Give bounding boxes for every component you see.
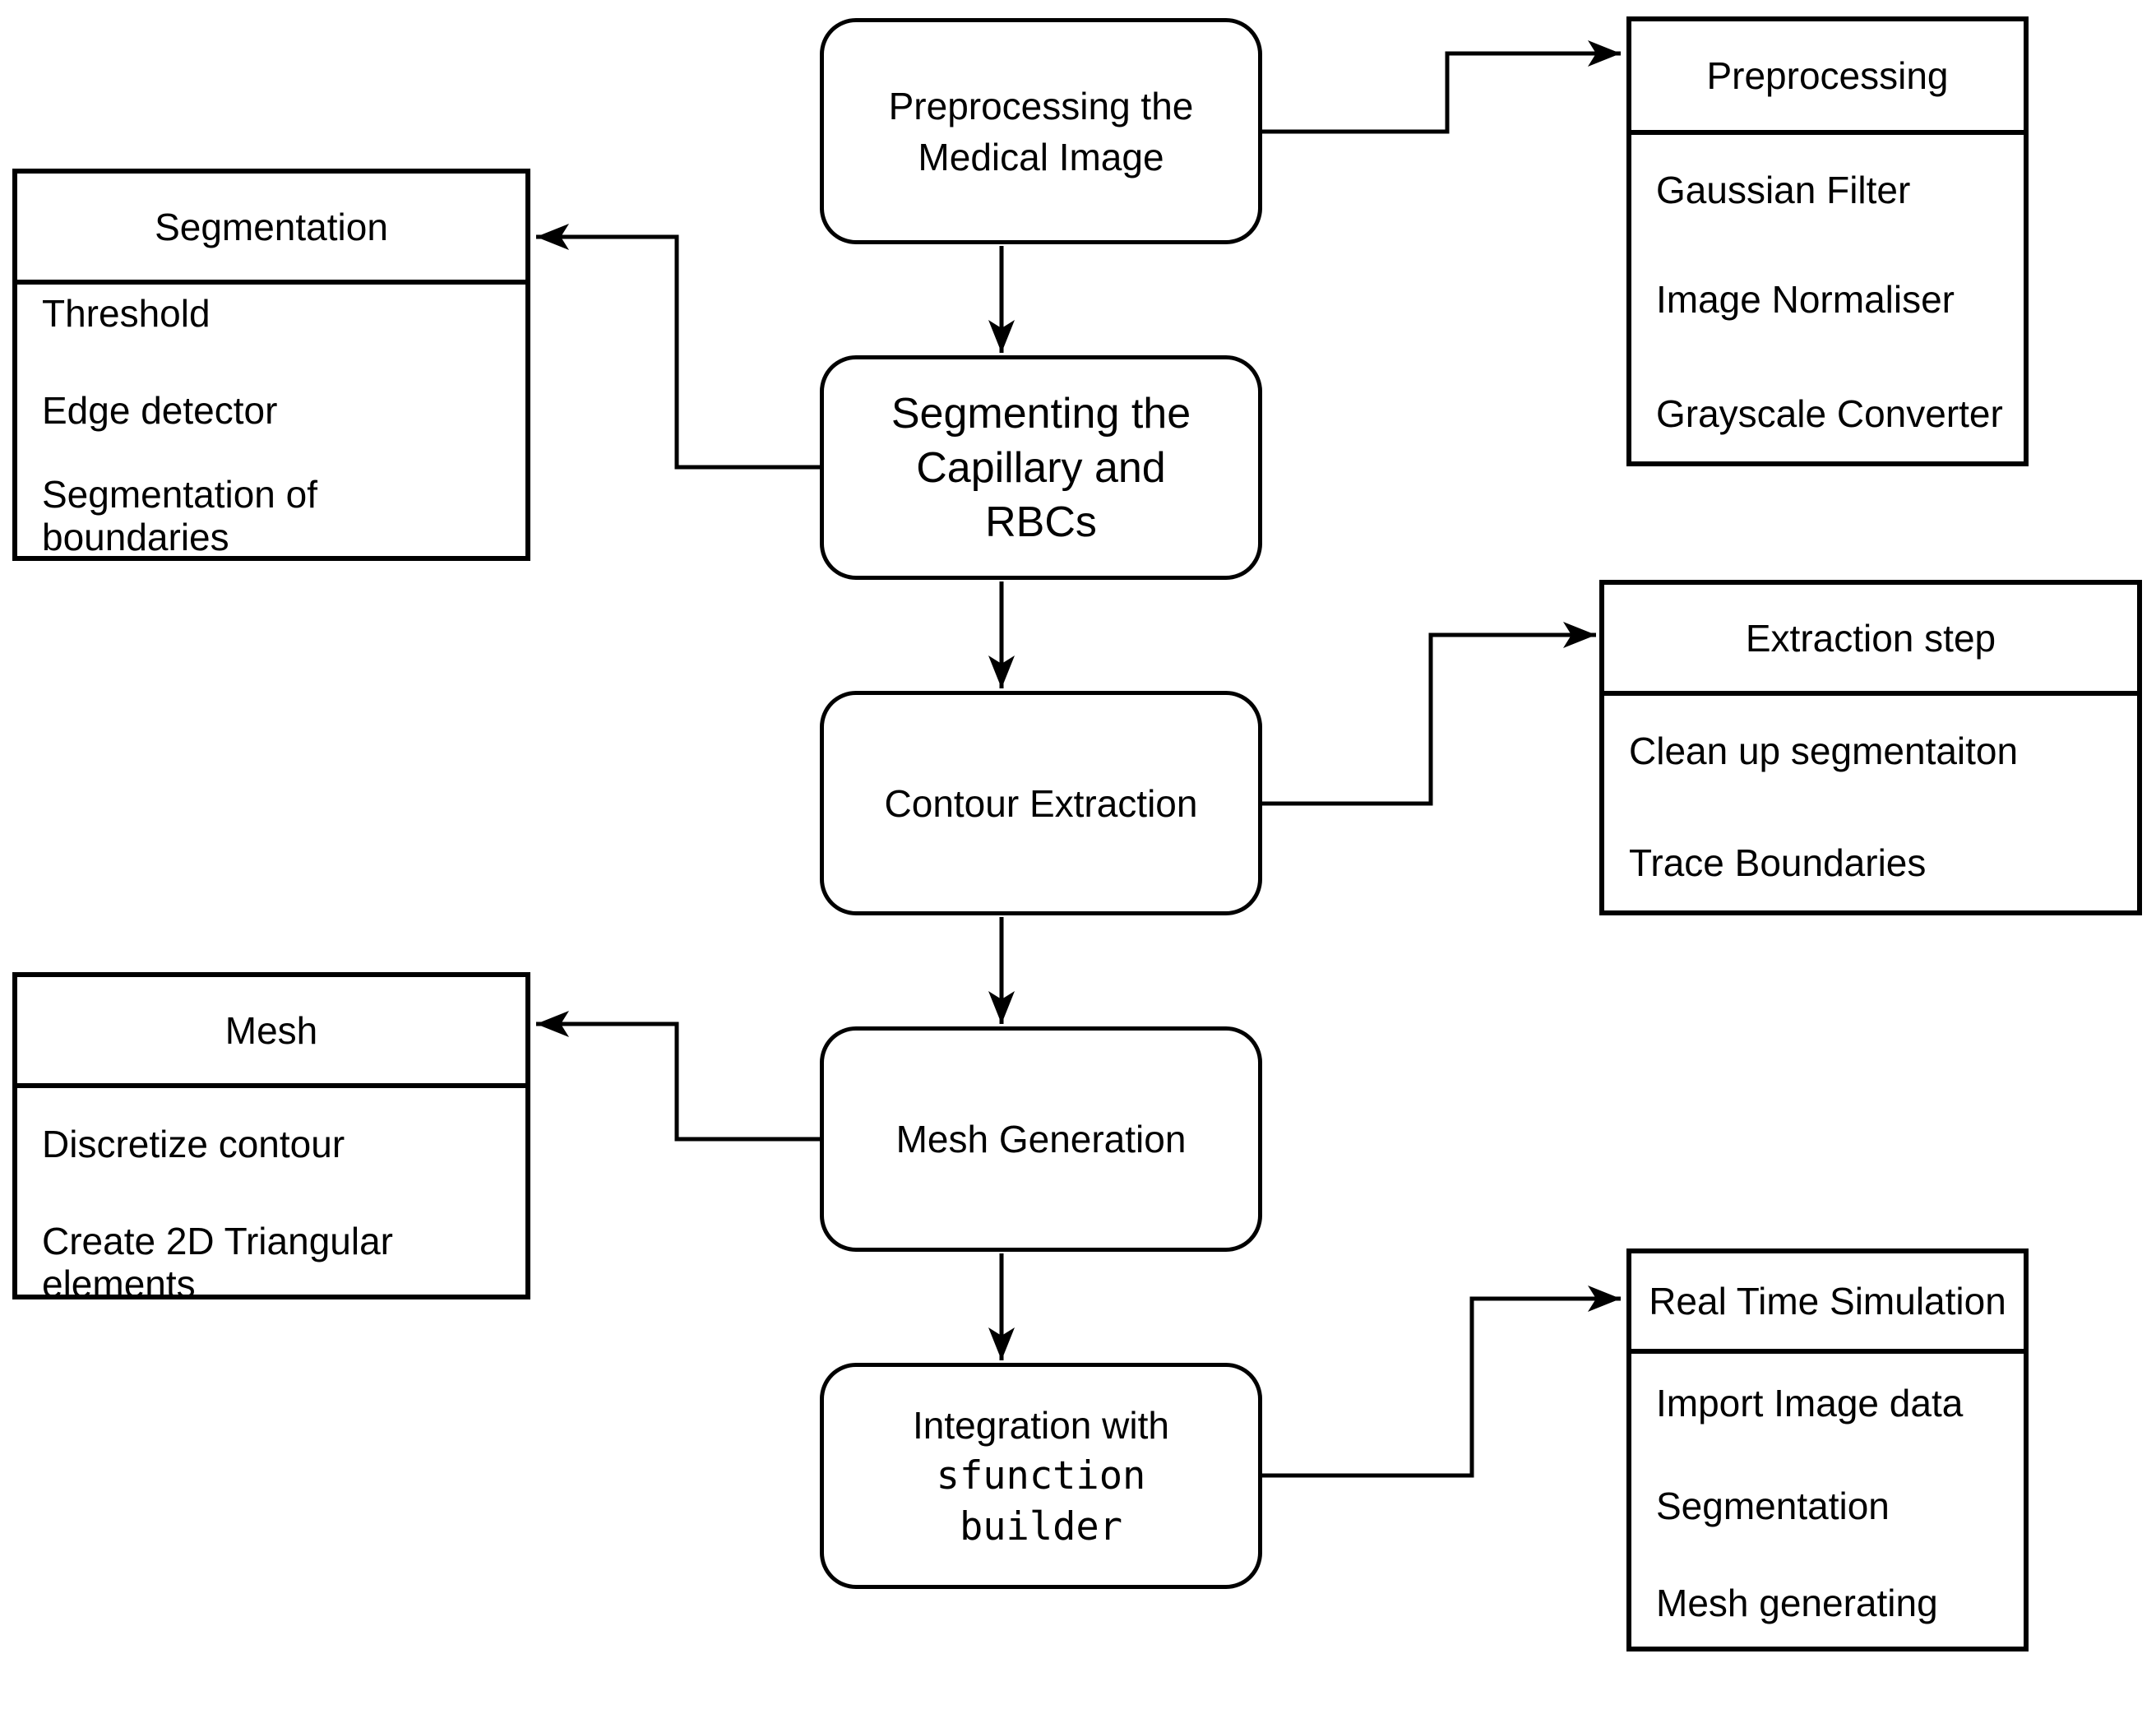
panel-item: Mesh generating xyxy=(1656,1582,1938,1624)
node-label: Segmenting the Capillary and RBCs xyxy=(891,389,1191,546)
node-contour-extraction: Contour Extraction xyxy=(820,691,1262,915)
panel-item: Edge detector xyxy=(42,389,278,432)
connector-meshgen-to-mesh-panel xyxy=(536,1011,820,1142)
node-integration-sfunction-builder: Integration with sfunction builder xyxy=(820,1363,1262,1589)
panel-segmentation: Segmentation Threshold Edge detector Seg… xyxy=(12,169,530,561)
panel-item: Grayscale Converter xyxy=(1656,392,2003,435)
panel-item: Gaussian Filter xyxy=(1656,169,1911,211)
node-code-label: sfunction builder xyxy=(936,1452,1146,1550)
panel-item: Threshold xyxy=(42,292,211,335)
connector-segmenting-to-segmentation-panel xyxy=(536,224,820,470)
node-label: Integration with xyxy=(913,1403,1169,1447)
panel-title: Mesh xyxy=(224,1008,318,1052)
panel-title: Preprocessing xyxy=(1706,54,1949,97)
panel-title: Real Time Simulation xyxy=(1649,1280,2006,1323)
panel-extraction-step-header: Extraction step xyxy=(1604,585,2137,696)
panel-item: Clean up segmentaiton xyxy=(1629,730,2019,772)
panel-extraction-step: Extraction step Clean up segmentaiton Tr… xyxy=(1599,580,2142,915)
panel-item: Image Normaliser xyxy=(1656,278,1955,321)
panel-mesh: Mesh Discretize contour Create 2D Triang… xyxy=(12,972,530,1305)
node-mesh-generation: Mesh Generation xyxy=(820,1026,1262,1252)
panel-item: Import Image data xyxy=(1656,1382,1964,1424)
node-label: Mesh Generation xyxy=(895,1118,1187,1160)
panel-item: Trace Boundaries xyxy=(1629,841,1927,884)
connector-integration-to-realtime-panel xyxy=(1262,1286,1621,1478)
panel-title: Extraction step xyxy=(1745,616,1996,660)
panel-mesh-header: Mesh xyxy=(17,977,525,1088)
panel-title: Segmentation xyxy=(155,205,388,248)
panel-item: Discretize contour xyxy=(42,1123,345,1165)
connector-preprocessmain-to-preprocessing-panel xyxy=(1262,40,1621,134)
panel-item: Segmentation xyxy=(1656,1485,1890,1527)
node-label: Preprocessing the Medical Image xyxy=(888,84,1194,178)
panel-real-time-simulation-header: Real Time Simulation xyxy=(1631,1253,2024,1354)
node-segmenting-capillary-rbcs: Segmenting the Capillary and RBCs xyxy=(820,355,1262,580)
panel-segmentation-header: Segmentation xyxy=(17,174,525,285)
connector-contour-to-extraction-panel xyxy=(1262,622,1596,806)
node-preprocessing-medical-image: Preprocessing the Medical Image xyxy=(820,18,1262,244)
panel-item: Create 2D Triangular elements xyxy=(42,1220,393,1305)
panel-item: Segmentation of boundaries xyxy=(42,473,318,558)
panel-real-time-simulation: Real Time Simulation Import Image data S… xyxy=(1626,1248,2029,1651)
node-label: Contour Extraction xyxy=(884,781,1198,825)
panel-preprocessing: Preprocessing Gaussian Filter Image Norm… xyxy=(1626,16,2029,466)
panel-preprocessing-header: Preprocessing xyxy=(1631,21,2024,135)
